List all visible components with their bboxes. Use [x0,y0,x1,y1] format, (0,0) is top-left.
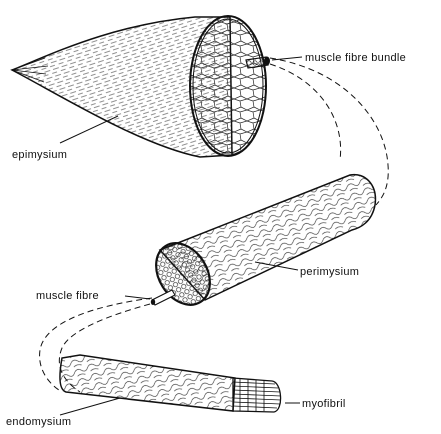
fibre-body [60,355,235,411]
label-muscle-fibre: muscle fibre [36,290,99,302]
leader-muscle-fibre [125,296,150,299]
muscle-cross-section [190,16,266,156]
label-muscle-fibre-bundle: muscle fibre bundle [305,52,406,64]
muscle-fibre-segment [60,355,281,412]
label-epimysium: epimysium [12,149,67,161]
extracted-fibre-end [151,299,155,305]
myofibril-strands [233,379,281,411]
leader-epimysium [60,116,118,143]
leader-muscle-fibre-bundle [272,57,302,60]
leader-endomysium [60,398,120,415]
whole-muscle [12,16,270,157]
label-perimysium: perimysium [300,266,359,278]
label-myofibril: myofibril [302,398,346,410]
label-endomysium: endomysium [6,416,71,428]
fibre-bundle [145,175,375,315]
extracted-bundle-end [264,57,270,66]
